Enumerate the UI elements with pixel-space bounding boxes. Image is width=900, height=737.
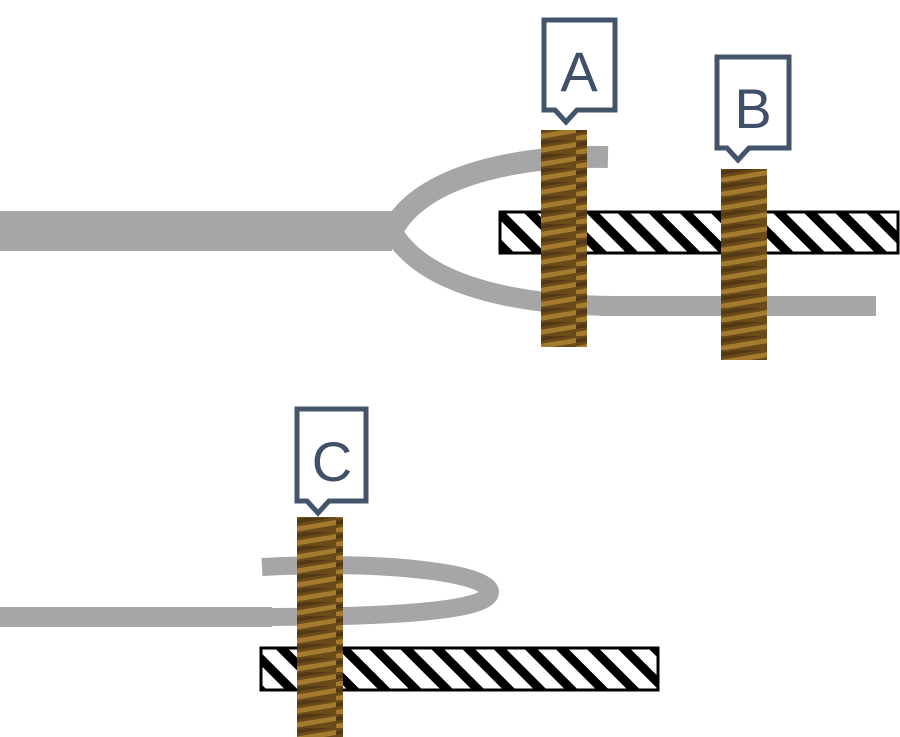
callout-b-label: B [734,77,771,140]
callout-a: A [541,17,618,126]
screw-a [541,130,587,347]
callout-c: C [294,406,369,517]
thick-wire [0,211,392,251]
callout-box-icon [714,54,792,164]
callout-box-icon [294,406,369,517]
thin-wire [0,607,272,627]
top-assembly [0,130,900,360]
callout-a-label: A [560,40,598,103]
callout-b: B [714,54,792,164]
bottom-assembly [0,517,660,737]
screw-b [721,169,767,360]
wire-hook [261,556,500,626]
callout-c-label: C [312,430,352,493]
screw-c [297,517,343,737]
callout-box-icon [541,17,618,126]
